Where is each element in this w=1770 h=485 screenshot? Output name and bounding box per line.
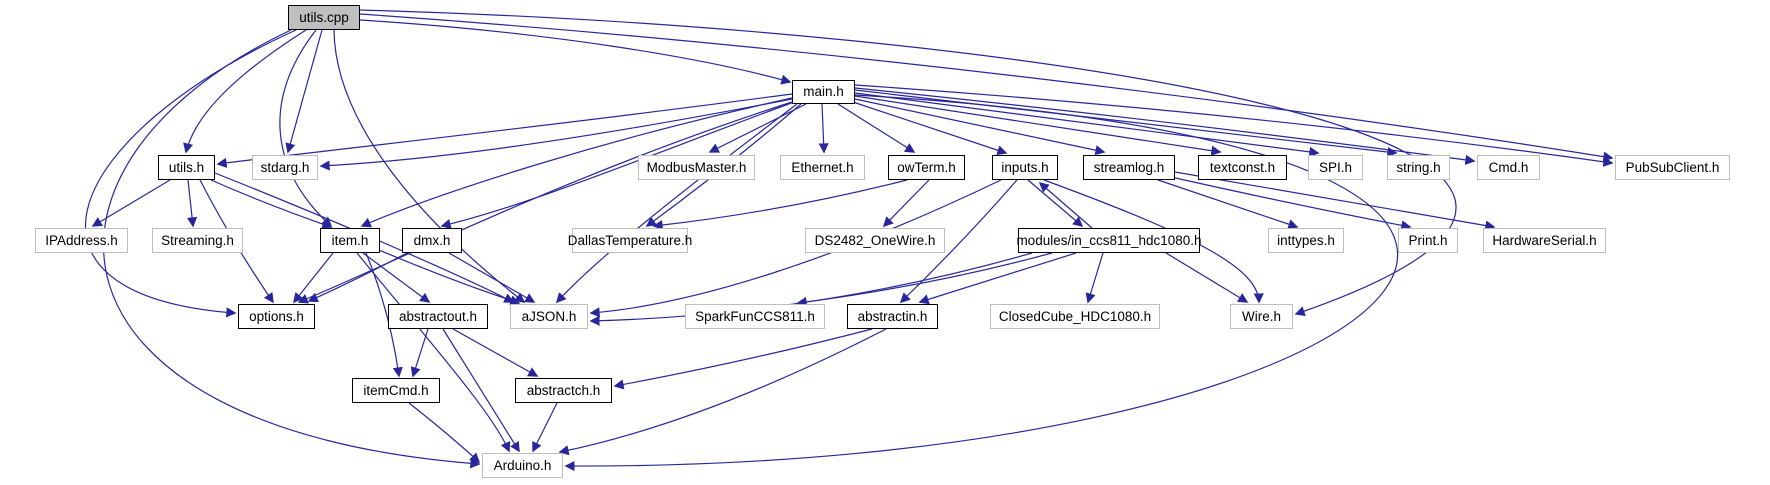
graph-node-hardwareserial-h: HardwareSerial.h xyxy=(1483,228,1606,253)
graph-node-spi-h: SPI.h xyxy=(1308,155,1363,180)
graph-node-inttypes-h: inttypes.h xyxy=(1268,228,1344,253)
graph-node-closedcube-hdc1080-h: ClosedCube_HDC1080.h xyxy=(990,304,1160,329)
edge-inputs_h-to-abstractin_h xyxy=(899,179,1018,304)
graph-node-main-h[interactable]: main.h xyxy=(792,80,855,104)
graph-node-stdarg-h: stdarg.h xyxy=(252,155,318,180)
graph-node-ds2482-onewire-h: DS2482_OneWire.h xyxy=(805,228,945,253)
edge-utils_cpp-to-ajson_h xyxy=(333,29,526,303)
edge-utils_cpp-to-options_h xyxy=(84,29,297,318)
edge-main_h-to-options_h xyxy=(297,101,793,304)
graph-node-options-h[interactable]: options.h xyxy=(238,304,315,329)
edge-main_h-to-spi_h xyxy=(854,92,1320,157)
graph-node-inputs-h[interactable]: inputs.h xyxy=(992,155,1058,180)
edge-streamlog_h-to-print_h xyxy=(1170,176,1412,231)
edge-item_h-to-itemcmd_h xyxy=(365,252,403,378)
edge-main_h-to-string_h xyxy=(854,89,1398,158)
graph-node-dallastemperature-h: DallasTemperature.h xyxy=(568,228,692,253)
graph-node-streamlog-h[interactable]: streamlog.h xyxy=(1083,155,1175,180)
graph-node-item-h[interactable]: item.h xyxy=(320,228,380,253)
edge-main_h-to-streamlog_h xyxy=(854,98,1106,156)
graph-node-owterm-h[interactable]: owTerm.h xyxy=(888,155,965,180)
edge-dmx_h-to-ajson_h xyxy=(448,252,536,303)
edge-utils_h-to-streaming_h xyxy=(186,179,198,228)
edge-utils_cpp-to-utils_h xyxy=(183,29,307,154)
edge-utils_cpp-to-pubsubclient_h xyxy=(359,13,1614,162)
edge-utils_cpp-to-item_h xyxy=(279,29,333,228)
edge-modules_in_ccs811_hdc1080_h-to-wire_h xyxy=(1165,252,1249,303)
graph-node-streaming-h: Streaming.h xyxy=(152,228,243,253)
graph-node-textconst-h[interactable]: textconst.h xyxy=(1198,155,1287,180)
graph-node-arduino-h: Arduino.h xyxy=(482,453,563,478)
graph-node-abstractout-h[interactable]: abstractout.h xyxy=(388,304,488,329)
edge-main_h-to-ethernet_h xyxy=(818,103,829,154)
edge-inputs_h-to-wire_h xyxy=(1043,179,1264,304)
edge-abstractout_h-to-abstractch_h xyxy=(452,328,539,377)
graph-node-ethernet-h: Ethernet.h xyxy=(780,155,865,180)
graph-node-modbusmaster-h: ModbusMaster.h xyxy=(638,155,755,180)
edge-modules_in_ccs811_hdc1080_h-to-closedcube_hdc1080_h xyxy=(1085,252,1104,304)
edge-main_h-to-cmd_h xyxy=(854,87,1476,165)
edge-item_h-to-options_h xyxy=(293,252,334,304)
edge-abstractin_h-to-arduino_h xyxy=(558,328,887,456)
graph-node-ipaddress-h: IPAddress.h xyxy=(35,228,128,253)
edge-item_h-to-abstractout_h xyxy=(362,252,431,303)
graph-node-itemcmd-h[interactable]: itemCmd.h xyxy=(352,378,440,403)
graph-node-abstractin-h[interactable]: abstractin.h xyxy=(847,304,938,329)
edge-main_h-to-dmx_h xyxy=(440,101,795,229)
edge-abstractin_h-to-abstractch_h xyxy=(613,328,873,390)
edge-modules_in_ccs811_hdc1080_h-to-inputs_h xyxy=(1038,181,1093,229)
edge-itemcmd_h-to-arduino_h xyxy=(408,402,481,464)
graph-node-cmd-h: Cmd.h xyxy=(1477,155,1540,180)
edge-abstractout_h-to-arduino_h xyxy=(442,328,520,453)
graph-node-dmx-h[interactable]: dmx.h xyxy=(402,228,462,253)
edge-streamlog_h-to-inttypes_h xyxy=(1157,179,1299,230)
graph-node-string-h: string.h xyxy=(1387,155,1450,180)
edge-main_h-to-inputs_h xyxy=(852,101,1008,156)
edge-main_h-to-modbusmaster_h xyxy=(708,103,807,153)
edge-item_h-to-ajson_h xyxy=(378,249,521,306)
edge-main_h-to-arduino_h xyxy=(564,94,1398,472)
edge-abstractout_h-to-itemcmd_h xyxy=(410,328,429,378)
graph-node-utils-cpp: utils.cpp xyxy=(288,5,360,30)
graph-node-ajson-h: aJSON.h xyxy=(510,304,588,329)
edge-owterm_h-to-ds2482_onewire_h xyxy=(882,179,930,228)
edge-dmx_h-to-options_h xyxy=(307,252,408,303)
graph-node-pubsubclient-h: PubSubClient.h xyxy=(1615,155,1730,180)
graph-node-print-h: Print.h xyxy=(1398,228,1458,253)
graph-node-abstractch-h[interactable]: abstractch.h xyxy=(515,378,612,403)
graph-node-wire-h: Wire.h xyxy=(1230,304,1293,329)
edge-inputs_h-to-modules_in_ccs811_hdc1080_h xyxy=(1027,179,1084,227)
edge-modules_in_ccs811_hdc1080_h-to-abstractin_h xyxy=(918,252,1077,305)
edge-owterm_h-to-dallastemperature_h xyxy=(652,179,908,231)
edge-utils_cpp-to-main_h xyxy=(359,19,792,85)
edge-streamlog_h-to-hardwareserial_h xyxy=(1174,171,1496,231)
edge-utils_h-to-item_h xyxy=(210,179,333,229)
edge-main_h-to-textconst_h xyxy=(854,95,1222,156)
edge-utils_cpp-to-arduino_h xyxy=(102,29,481,469)
edge-utils_h-to-ipaddress_h xyxy=(91,179,171,227)
edge-main_h-to-utils_h xyxy=(216,93,793,168)
edge-main_h-to-owterm_h xyxy=(837,103,916,153)
graph-node-modules-in-ccs811-hdc1080-h[interactable]: modules/in_ccs811_hdc1080.h xyxy=(1016,228,1202,253)
edge-main_h-to-ajson_h xyxy=(555,103,798,304)
edge-abstractch_h-to-arduino_h xyxy=(532,402,558,453)
graph-node-sparkfunccs811-h: SparkFunCCS811.h xyxy=(685,304,825,329)
edge-main_h-to-item_h xyxy=(360,97,793,228)
edge-main_h-to-stdarg_h xyxy=(319,98,793,171)
edge-utils_cpp-to-stdarg_h xyxy=(285,29,323,154)
edge-inputs_h-to-ajson_h xyxy=(589,179,1002,318)
edge-main_h-to-pubsubclient_h xyxy=(854,84,1614,167)
graph-node-utils-h[interactable]: utils.h xyxy=(158,155,215,180)
edge-item_h-to-arduino_h xyxy=(356,252,511,453)
